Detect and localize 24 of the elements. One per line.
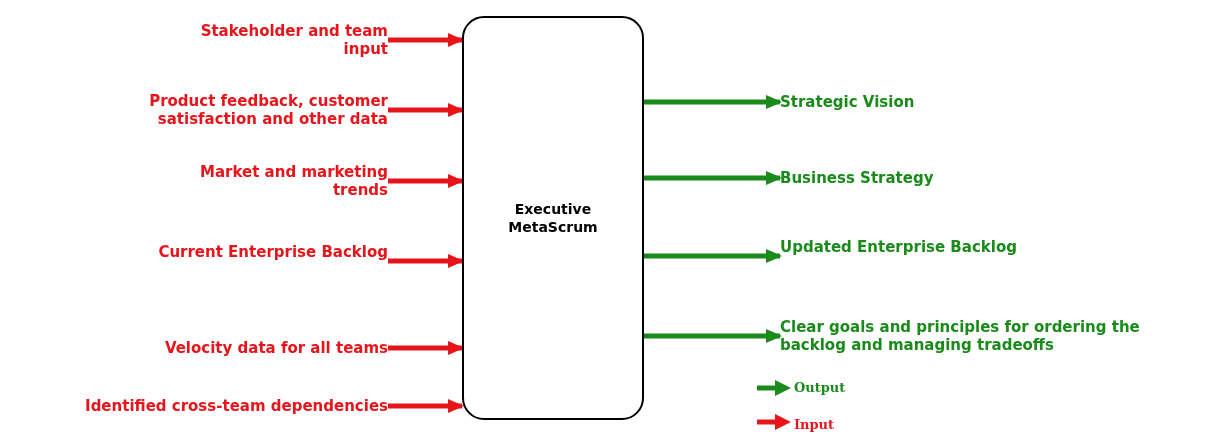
arrow xyxy=(388,103,464,117)
legend-label: Output xyxy=(794,380,846,395)
input-label: Identified cross-team dependencies xyxy=(8,397,388,415)
arrow xyxy=(388,174,464,188)
process-box xyxy=(462,16,644,420)
output-label: Strategic Vision xyxy=(780,93,1080,111)
input-label: Market and marketing trends xyxy=(190,163,388,199)
arrow xyxy=(388,254,464,268)
arrow xyxy=(644,95,782,109)
input-label: Stakeholder and team input xyxy=(190,22,388,58)
output-label: Business Strategy xyxy=(780,169,1080,187)
process-label: Executive MetaScrum xyxy=(507,200,599,236)
input-label: Product feedback, customer satisfaction and other data xyxy=(60,92,388,128)
arrow xyxy=(388,341,464,355)
output-label: Clear goals and principles for ordering the backlog and managing tradeoffs xyxy=(780,318,1200,354)
arrow xyxy=(388,399,464,413)
arrow xyxy=(644,249,782,263)
input-label: Current Enterprise Backlog xyxy=(150,243,388,279)
input-label: Velocity data for all teams xyxy=(60,339,388,357)
arrow xyxy=(644,329,782,343)
arrow xyxy=(388,33,464,47)
output-label: Updated Enterprise Backlog xyxy=(780,238,1080,274)
arrow xyxy=(644,171,782,185)
legend-label: Input xyxy=(794,417,835,432)
